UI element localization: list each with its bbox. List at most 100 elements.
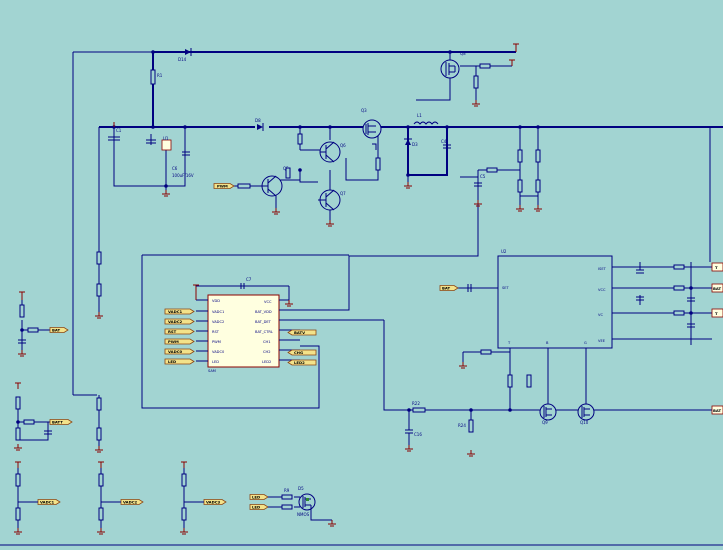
mosfet-q10: Q10 bbox=[577, 403, 595, 425]
mcu-right-flags: BATV CHG LED2 bbox=[287, 329, 317, 366]
svg-text:VDD: VDD bbox=[212, 299, 220, 303]
svg-text:RST: RST bbox=[168, 329, 177, 334]
net-flags: PWM BAT BAT BATT VADC1 VADC2 VADC3 LED L… bbox=[37, 183, 459, 510]
svg-text:VADC0: VADC0 bbox=[168, 349, 183, 354]
svg-text:ISET: ISET bbox=[598, 267, 607, 271]
mosfet-q9: Q9 bbox=[539, 403, 557, 425]
svg-text:R9: R9 bbox=[284, 488, 290, 493]
svg-text:NMOS: NMOS bbox=[297, 512, 310, 517]
bottom-divider-3 bbox=[180, 461, 204, 535]
svg-text:BAT: BAT bbox=[713, 286, 722, 291]
svg-text:VC: VC bbox=[598, 313, 603, 317]
svg-text:LED2: LED2 bbox=[294, 360, 305, 365]
transistor-q5: Q5 bbox=[237, 166, 291, 215]
svg-text:PWM: PWM bbox=[217, 184, 228, 189]
svg-text:Q10: Q10 bbox=[580, 420, 589, 425]
svg-text:T: T bbox=[715, 311, 718, 316]
svg-text:VCC: VCC bbox=[598, 288, 606, 292]
svg-text:D8: D8 bbox=[255, 118, 261, 123]
svg-text:LED: LED bbox=[168, 359, 176, 364]
svg-text:CH2: CH2 bbox=[263, 350, 271, 354]
diode-d14: D14 bbox=[178, 48, 192, 62]
transistor-q7: Q7 bbox=[318, 189, 346, 227]
diode-d8: D8 bbox=[255, 118, 264, 131]
svg-text:BATT: BATT bbox=[52, 420, 63, 425]
bottom-divider-1 bbox=[14, 461, 38, 535]
resistor-r22: R22 bbox=[412, 401, 426, 413]
svg-text:C7: C7 bbox=[246, 277, 252, 282]
divider-right: C5 bbox=[474, 149, 542, 212]
svg-text:Q3: Q3 bbox=[361, 108, 367, 113]
top-connector bbox=[509, 43, 519, 66]
svg-text:BAT: BAT bbox=[52, 328, 61, 333]
resistor-r4 bbox=[375, 157, 381, 171]
mosfet-q8: Q8 bbox=[440, 51, 491, 107]
svg-text:Q8: Q8 bbox=[460, 51, 466, 56]
svg-text:C6: C6 bbox=[172, 166, 178, 171]
svg-text:VADC1: VADC1 bbox=[212, 310, 224, 314]
led-green bbox=[306, 498, 309, 501]
wire-network bbox=[17, 51, 723, 441]
svg-text:VEE: VEE bbox=[598, 339, 606, 343]
led-driver: D5 NMOS R9 bbox=[268, 486, 336, 527]
svg-text:SET: SET bbox=[502, 286, 510, 290]
svg-text:T: T bbox=[507, 341, 511, 345]
left-divider-2 bbox=[14, 382, 52, 451]
svg-text:D3: D3 bbox=[412, 142, 418, 147]
regulator-block: C1 U1 C6 100uF/16V bbox=[108, 122, 194, 197]
svg-text:D5: D5 bbox=[298, 486, 304, 491]
svg-text:Q7: Q7 bbox=[340, 191, 346, 196]
svg-text:BAT_VDD: BAT_VDD bbox=[255, 310, 272, 314]
svg-text:U1: U1 bbox=[163, 136, 169, 141]
svg-text:VADC2: VADC2 bbox=[212, 320, 224, 324]
svg-text:L1: L1 bbox=[417, 113, 422, 118]
svg-text:Q9: Q9 bbox=[542, 420, 548, 425]
set-capacitor bbox=[467, 284, 472, 292]
svg-text:BAT: BAT bbox=[713, 408, 722, 413]
svg-text:B: B bbox=[546, 341, 549, 345]
svg-text:100uF/16V: 100uF/16V bbox=[172, 173, 194, 178]
resistor-r24: R24 bbox=[458, 419, 475, 457]
svg-text:BAT_CTRL: BAT_CTRL bbox=[255, 330, 273, 334]
svg-text:R22: R22 bbox=[412, 401, 420, 406]
left-divider-1 bbox=[18, 291, 39, 357]
svg-text:VADC2: VADC2 bbox=[168, 319, 183, 324]
svg-text:C1: C1 bbox=[116, 128, 122, 133]
capacitor-c4: C4 bbox=[441, 139, 451, 149]
svg-text:BATV: BATV bbox=[294, 330, 305, 335]
svg-text:VADC0: VADC0 bbox=[212, 350, 225, 354]
svg-text:D14: D14 bbox=[178, 57, 187, 62]
svg-text:VADC1: VADC1 bbox=[168, 309, 183, 314]
svg-text:R1: R1 bbox=[157, 73, 163, 78]
svg-text:LED: LED bbox=[252, 495, 260, 500]
inductor-l1: L1 bbox=[413, 113, 439, 125]
svg-text:VADC3: VADC3 bbox=[206, 500, 221, 505]
mcu-left-flags: VADC1 VADC2 RST PWM VADC0 LED bbox=[164, 308, 195, 365]
diode-network-bottom bbox=[459, 349, 532, 388]
svg-text:CHG: CHG bbox=[294, 350, 303, 355]
svg-text:T: T bbox=[715, 265, 718, 270]
svg-text:C16: C16 bbox=[414, 432, 422, 437]
mosfet-q3: Q3 bbox=[361, 108, 382, 139]
transistor-q6: Q6 bbox=[319, 141, 346, 163]
svg-text:LED2: LED2 bbox=[262, 360, 271, 364]
controller-ic: U2 SET ISET VCC VC VEE T B G bbox=[497, 249, 613, 349]
svg-text:BAT_DET: BAT_DET bbox=[255, 320, 272, 324]
svg-text:CH1: CH1 bbox=[263, 340, 271, 344]
svg-text:G: G bbox=[584, 341, 587, 345]
svg-text:SAM: SAM bbox=[208, 369, 216, 373]
diode-d3: D3 bbox=[404, 138, 418, 189]
mcu-ic: VDD VADC1 VADC2 RST PWM VADC0 LED SAM VC… bbox=[193, 277, 300, 373]
resistor-r3 bbox=[297, 133, 303, 145]
rail-divider bbox=[95, 251, 103, 453]
resistor-rin: R1 bbox=[150, 69, 163, 85]
svg-text:PWM: PWM bbox=[212, 340, 221, 344]
svg-text:C5: C5 bbox=[480, 174, 486, 179]
svg-text:U2: U2 bbox=[501, 249, 507, 254]
svg-text:VADC2: VADC2 bbox=[123, 500, 138, 505]
svg-text:VCC: VCC bbox=[264, 300, 272, 304]
right-edge-terminals: T BAT T BAT bbox=[711, 262, 723, 415]
svg-text:VADC1: VADC1 bbox=[40, 500, 55, 505]
svg-text:PWM: PWM bbox=[168, 339, 179, 344]
